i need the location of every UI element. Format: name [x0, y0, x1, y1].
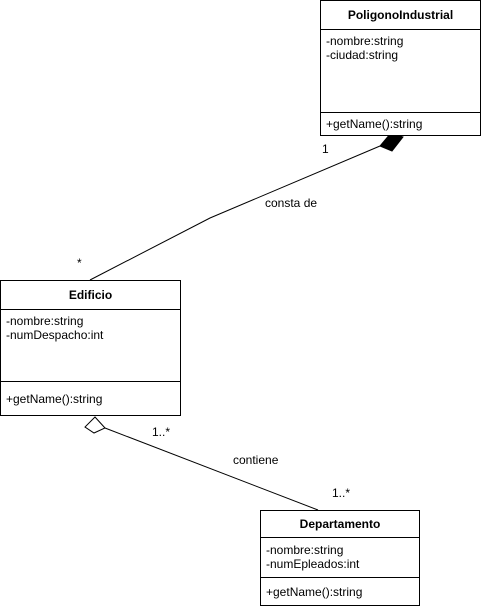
aggregation-whole-multiplicity: 1..*: [152, 425, 171, 439]
class-edificio[interactable]: Edificio -nombre:string -numDespacho:int…: [0, 280, 181, 416]
composition-part-multiplicity: *: [77, 256, 82, 270]
operation: +getName():string: [326, 117, 423, 131]
composition-label: consta de: [265, 196, 318, 210]
attribute: -numEpleados:int: [266, 557, 360, 571]
class-poligono-industrial[interactable]: PoligonoIndustrial -nombre:string -ciuda…: [320, 0, 481, 136]
operation: +getName():string: [266, 584, 363, 599]
attributes-compartment: -nombre:string -numDespacho:int: [1, 310, 180, 382]
attribute: -numDespacho:int: [6, 328, 104, 342]
attribute: -nombre:string: [6, 314, 84, 328]
attribute: -ciudad:string: [326, 48, 399, 62]
class-name: Edificio: [1, 281, 180, 310]
operation: +getName():string: [6, 391, 103, 406]
attribute: -nombre:string: [266, 543, 344, 557]
aggregation-line: [104, 427, 319, 511]
composition-line: [89, 145, 381, 281]
attributes-compartment: -nombre:string -numEpleados:int: [261, 538, 419, 578]
attributes-compartment: -nombre:string -ciudad:string: [321, 30, 480, 113]
class-name: PoligonoIndustrial: [321, 1, 480, 30]
attribute: -nombre:string: [326, 34, 404, 48]
operations-compartment: +getName():string: [321, 113, 480, 135]
aggregation-label: contiene: [233, 453, 279, 467]
class-name: Departamento: [261, 511, 419, 538]
operations-compartment: +getName():string: [261, 578, 419, 605]
class-departamento[interactable]: Departamento -nombre:string -numEpleados…: [260, 510, 420, 606]
aggregation-diamond: [84, 416, 106, 434]
composition-whole-multiplicity: 1: [322, 142, 329, 156]
operations-compartment: +getName():string: [1, 382, 180, 415]
aggregation-part-multiplicity: 1..*: [332, 486, 351, 500]
